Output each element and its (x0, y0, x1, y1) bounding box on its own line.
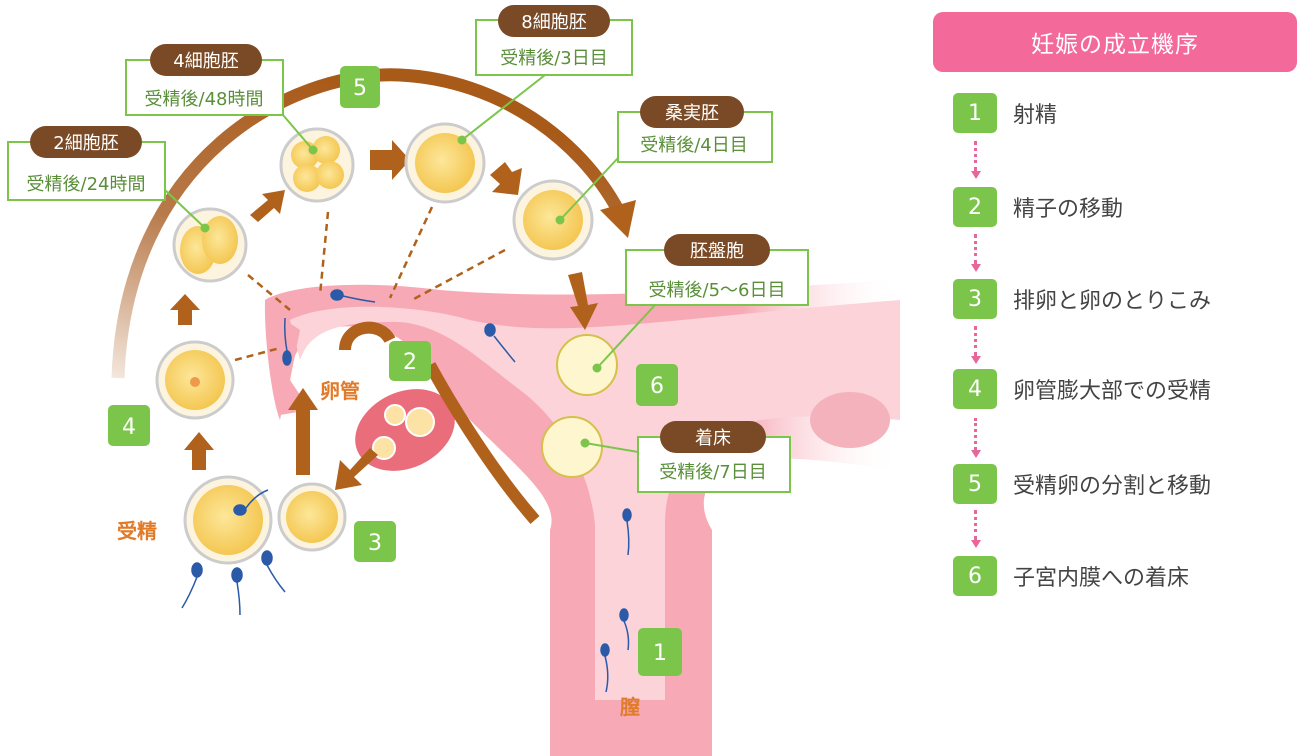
svg-text:受精後/24時間: 受精後/24時間 (27, 174, 146, 195)
step-label: 排卵と卵のとりこみ (1013, 289, 1212, 314)
eight-cell-embryo (404, 122, 486, 204)
dotted-arrow-icon (971, 326, 981, 364)
dotted-arrow-icon (971, 234, 981, 272)
stage-label-8cell: 8細胞胚 受精後/3日目 (475, 5, 633, 76)
svg-text:2: 2 (403, 350, 417, 375)
sperm (181, 289, 632, 693)
step-label: 精子の移動 (1013, 197, 1124, 222)
implanting-blastocyst (541, 416, 603, 478)
svg-text:受精後/3日目: 受精後/3日目 (500, 48, 608, 69)
svg-text:4細胞胚: 4細胞胚 (173, 51, 238, 72)
step-5: 5 受精卵の分割と移動 (953, 464, 1211, 504)
svg-text:3: 3 (368, 531, 382, 556)
step-badge: 5 (953, 464, 997, 504)
step-label: 射精 (1013, 103, 1058, 128)
stage-label-2cell: 2細胞胚 受精後/24時間 (7, 126, 166, 201)
panel-title: 妊娠の成立機序 (933, 12, 1297, 72)
arrow-head (600, 200, 636, 238)
step-2: 2 精子の移動 (953, 187, 1123, 227)
two-cell-embryo (172, 207, 248, 283)
step-badge: 4 (953, 369, 997, 409)
svg-text:8細胞胚: 8細胞胚 (521, 12, 586, 33)
svg-text:受精後/7日目: 受精後/7日目 (659, 462, 767, 483)
diagram-badges: 1 2 3 4 5 6 (108, 66, 682, 676)
step-3: 3 排卵と卵のとりこみ (953, 279, 1211, 319)
svg-text:着床: 着床 (695, 428, 731, 449)
stage-label-morula: 桑実胚 受精後/4日目 (617, 96, 773, 163)
svg-text:桑実胚: 桑実胚 (665, 103, 719, 124)
svg-text:受精後/48時間: 受精後/48時間 (145, 89, 264, 110)
dotted-arrow-icon (971, 141, 981, 179)
fertilization-label: 受精 (117, 519, 157, 543)
stage-label-implantation: 着床 受精後/7日目 (637, 421, 791, 493)
step-badge: 2 (953, 187, 997, 227)
svg-text:受精後/4日目: 受精後/4日目 (640, 135, 748, 156)
four-cell-embryo (279, 127, 355, 203)
stage-label-4cell: 4細胞胚 受精後/48時間 (125, 44, 284, 116)
step-label: 子宮内膜への着床 (1013, 566, 1190, 591)
process-arrows (170, 140, 598, 524)
step-badge: 6 (953, 556, 997, 596)
ovum (277, 482, 347, 552)
morula (512, 179, 594, 261)
stage-label-blastocyst: 胚盤胞 受精後/5〜6日目 (625, 234, 809, 306)
svg-text:胚盤胞: 胚盤胞 (690, 241, 744, 262)
step-1: 1 射精 (953, 93, 1057, 133)
uterus (264, 280, 901, 756)
step-badge: 3 (953, 279, 997, 319)
step-label: 卵管膨大部での受精 (1013, 379, 1212, 404)
svg-text:2細胞胚: 2細胞胚 (53, 133, 118, 154)
step-label: 受精卵の分割と移動 (1013, 474, 1212, 499)
blastocyst (556, 334, 618, 396)
oviduct-label: 卵管 (320, 379, 360, 403)
step-6: 6 子宮内膜への着床 (953, 556, 1189, 596)
svg-text:1: 1 (653, 641, 667, 666)
svg-text:4: 4 (122, 415, 136, 440)
dashed-arrows (234, 206, 506, 362)
zygote (155, 340, 235, 420)
step-badge: 1 (953, 93, 997, 133)
leader-lines (164, 74, 656, 453)
svg-text:5: 5 (353, 76, 367, 101)
dotted-arrow-icon (971, 418, 981, 458)
step-4: 4 卵管膨大部での受精 (953, 369, 1211, 409)
vagina-label: 膣 (620, 695, 640, 719)
fertilized-egg (183, 475, 273, 565)
fertilization-diagram: 2細胞胚 受精後/24時間 4細胞胚 受精後/48時間 8細胞胚 受精後/3日目… (7, 5, 901, 756)
svg-text:受精後/5〜6日目: 受精後/5〜6日目 (649, 280, 786, 301)
svg-text:6: 6 (650, 374, 664, 399)
dotted-arrow-icon (971, 510, 981, 548)
